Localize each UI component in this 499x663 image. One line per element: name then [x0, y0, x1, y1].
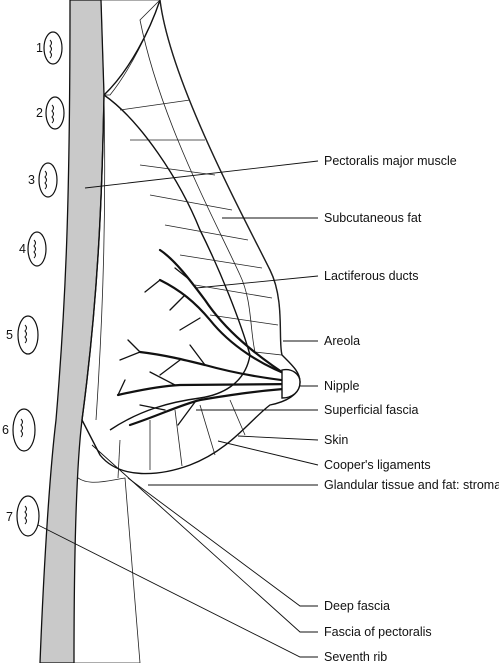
rib-4: 4	[19, 231, 47, 267]
nipple	[281, 368, 301, 399]
rib-1: 1	[36, 31, 63, 65]
label-areola: Areola	[324, 334, 360, 348]
leader-skin	[237, 435, 319, 441]
lactiferous-ducts	[116, 248, 300, 427]
label-nipple: Nipple	[324, 379, 359, 393]
upper-chest-fat	[100, 0, 161, 96]
superficial-fascia-line	[103, 94, 251, 431]
rib-3-label: 3	[28, 173, 35, 187]
ribs: 1 2 3 4 5 6 7	[2, 31, 65, 537]
leader-deep-fascia	[127, 477, 318, 607]
label-lactiferous-ducts: Lactiferous ducts	[324, 269, 419, 283]
label-glandular-tissue: Glandular tissue and fat: stroma	[324, 478, 499, 492]
leader-pectoralis-major	[84, 160, 319, 189]
label-fascia-pectoralis: Fascia of pectoralis	[324, 625, 432, 639]
rib-2: 2	[36, 96, 65, 130]
rib-2-label: 2	[36, 106, 43, 120]
label-coopers-ligaments: Cooper's ligaments	[324, 458, 431, 472]
leader-seventh-rib	[37, 524, 318, 658]
labels: Pectoralis major muscle Subcutaneous fat…	[324, 154, 499, 663]
leader-lactiferous-ducts	[195, 275, 319, 289]
label-pectoralis-major: Pectoralis major muscle	[324, 154, 457, 168]
retromammary-line	[95, 94, 106, 421]
rib-6: 6	[2, 408, 36, 452]
rib-5-label: 5	[6, 328, 13, 342]
rib-1-label: 1	[36, 41, 43, 55]
label-subcutaneous-fat: Subcutaneous fat	[324, 211, 422, 225]
rib-3: 3	[28, 162, 58, 198]
rib-4-label: 4	[19, 242, 26, 256]
label-superficial-fascia: Superficial fascia	[324, 403, 419, 417]
coopers-ligaments	[117, 99, 279, 479]
breast-mound	[81, 0, 301, 479]
rib-6-label: 6	[2, 423, 9, 437]
leader-coopers-ligaments	[217, 440, 319, 466]
label-skin: Skin	[324, 433, 348, 447]
rib-7-label: 7	[6, 510, 13, 524]
lower-chest-fat	[70, 469, 141, 663]
rib-5: 5	[6, 315, 39, 355]
leader-lines	[37, 160, 319, 658]
subcutaneous-fat-layer	[139, 0, 283, 356]
label-deep-fascia: Deep fascia	[324, 599, 390, 613]
label-seventh-rib: Seventh rib	[324, 650, 387, 663]
leader-fascia-pectoralis	[91, 444, 318, 633]
rib-7: 7	[6, 495, 40, 537]
